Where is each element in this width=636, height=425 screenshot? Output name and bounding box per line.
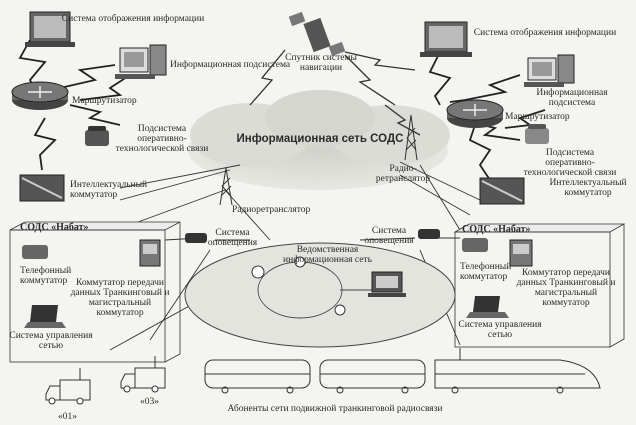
right-info-subsystem-label: Информационная подсистема	[536, 88, 608, 108]
right-computer-icon	[524, 54, 575, 87]
right-display-system-label: Система отображения информации	[473, 28, 617, 38]
truck-03-icon	[120, 356, 166, 393]
satellite-icon	[288, 11, 346, 57]
right-op-subsystem-label: Подсистема оперативно-технологической св…	[523, 148, 617, 178]
right-sods-box	[453, 223, 626, 348]
subscribers-label: Абоненты сети подвижной транкинговой рад…	[227, 404, 443, 414]
left-computer-icon	[115, 44, 167, 79]
left-net-mgmt-label: Система управления сетью	[9, 331, 93, 351]
truck-01-label: «01»	[58, 412, 77, 422]
left-smart-switch-icon	[19, 174, 65, 202]
satellite-label: Спутник системы навигации	[285, 53, 357, 73]
right-router-label: Маршрутизатор	[505, 112, 570, 122]
left-laptop-icon	[24, 305, 66, 328]
left-router-icon	[11, 81, 69, 110]
left-alert-label: Система оповещения	[207, 228, 258, 248]
departmental-net-label: Ведомственная информационная сеть	[283, 245, 372, 265]
train-icon	[204, 348, 601, 394]
right-phone-switch-label: Телефонный коммутатор	[460, 262, 512, 282]
left-data-switch-icon	[139, 239, 161, 267]
radio-tower-right-icon	[404, 114, 418, 161]
right-data-switch-icon	[509, 239, 533, 267]
left-phone-icon	[85, 126, 109, 146]
left-display-monitor-icon	[25, 11, 75, 47]
truck-03-label: «03»	[140, 397, 159, 407]
radio-tower-center-icon	[219, 167, 233, 206]
right-data-switch-label: Коммутатор передачи данных Транкинговый …	[516, 268, 616, 308]
right-net-mgmt-label: Система управления сетью	[458, 320, 542, 340]
left-phone-switch-icon	[22, 245, 48, 259]
left-op-subsystem-label: Подсистема оперативно-технологической св…	[115, 124, 209, 154]
network-title: Информационная сеть СОДС	[236, 133, 404, 145]
right-phone-switch-icon	[462, 238, 488, 252]
radio-relay-center-label: Радиоретранслятор	[232, 205, 311, 215]
right-smart-switch-label: Интеллектуальный коммутатор	[549, 178, 627, 198]
left-sods-box	[9, 221, 181, 363]
left-router-label: Маршрутизатор	[72, 96, 137, 106]
right-sods-label: СОДС «Набат»	[462, 224, 531, 235]
radio-relay-right-label: Радио-ретранслятор	[375, 164, 431, 184]
left-display-system-label: Система отображения информации	[61, 14, 205, 24]
left-data-switch-label: Коммутатор передачи данных Транкинговый …	[70, 278, 170, 318]
right-alert-label: Система оповещения	[364, 226, 414, 246]
left-info-subsystem-label: Информационная подсистема	[170, 60, 291, 70]
left-phone-switch-label: Телефонный коммутатор	[20, 266, 72, 286]
departmental-network	[184, 242, 456, 348]
info-network-cloud	[188, 90, 450, 190]
right-alert-device-icon	[418, 229, 440, 239]
right-laptop-icon	[466, 296, 509, 318]
left-smart-switch-label: Интеллектуальный коммутатор	[70, 180, 148, 200]
right-display-monitor-icon	[420, 21, 472, 57]
right-smart-switch-icon	[479, 177, 525, 205]
left-sods-label: СОДС «Набат»	[20, 222, 89, 233]
left-alert-device-icon	[185, 233, 207, 243]
right-router-icon	[446, 99, 504, 128]
truck-01-icon	[45, 368, 91, 405]
right-phone-icon	[525, 124, 549, 144]
